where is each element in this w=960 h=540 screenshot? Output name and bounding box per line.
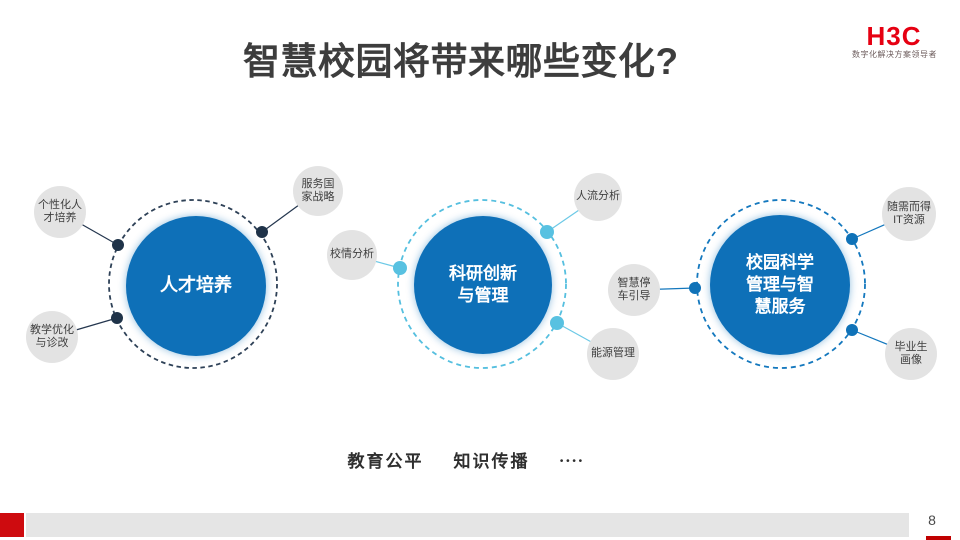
satellite-people-flow-analysis: 人流分析 xyxy=(574,173,622,221)
footer-gray-bar xyxy=(26,513,909,537)
satellite-smart-parking: 智慧停 车引导 xyxy=(608,264,660,316)
phrase-knowledge-dissemination: 知识传播 xyxy=(453,452,530,471)
satellite-personalized-talent: 个性化人 才培养 xyxy=(34,186,86,238)
core-circle-research-innovation: 科研创新 与管理 xyxy=(414,216,552,354)
slide-title: 智慧校园将带来哪些变化? xyxy=(243,41,679,82)
core-circle-talent-cultivation: 人才培养 xyxy=(126,216,266,356)
satellite-teaching-optimization: 教学优化 与诊改 xyxy=(26,311,78,363)
h3c-logo-text: H3C xyxy=(866,21,922,51)
bottom-phrases: 教育公平 知识传播 .... xyxy=(0,447,932,472)
phrase-ellipsis: .... xyxy=(559,447,585,466)
satellite-campus-situation-analysis: 校情分析 xyxy=(327,230,377,280)
phrase-education-equity: 教育公平 xyxy=(347,452,424,471)
satellite-national-strategy: 服务国 家战略 xyxy=(293,166,343,216)
core-circle-campus-management: 校园科学 管理与智 慧服务 xyxy=(710,215,850,355)
satellite-energy-management: 能源管理 xyxy=(587,328,639,380)
page-number: 8 xyxy=(928,512,936,528)
satellite-on-demand-it: 随需而得 IT资源 xyxy=(882,187,936,241)
corner-red-bar xyxy=(926,536,951,540)
footer-red-accent-block xyxy=(0,513,24,537)
h3c-logo-tagline: 数字化解决方案领导者 xyxy=(852,50,937,59)
satellite-graduate-portrait: 毕业生 画像 xyxy=(885,328,937,380)
h3c-logo: H3C 数字化解决方案领导者 xyxy=(852,21,937,60)
